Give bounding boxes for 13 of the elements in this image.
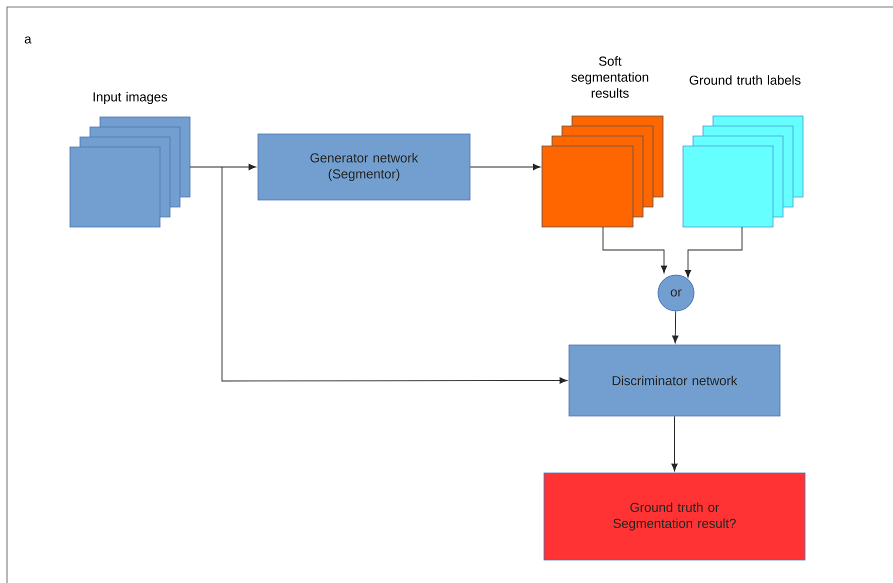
- process-box: Discriminator network: [568, 344, 780, 416]
- process-box: Ground truth or Segmentation result?: [544, 472, 806, 560]
- arrow: [602, 226, 668, 274]
- process-box: Generator network (Segmentor): [258, 134, 470, 200]
- arrow: [684, 226, 742, 278]
- arrow: [671, 416, 678, 472]
- arrow: [672, 310, 678, 344]
- arrow: [190, 166, 568, 384]
- arrow: [470, 164, 541, 170]
- stack-heading: Input images: [94, 92, 168, 104]
- stack-heading: Ground truth labels: [690, 75, 801, 85]
- panel-letter: a: [24, 36, 32, 44]
- stack-heading: Soft segmentation results: [571, 56, 648, 98]
